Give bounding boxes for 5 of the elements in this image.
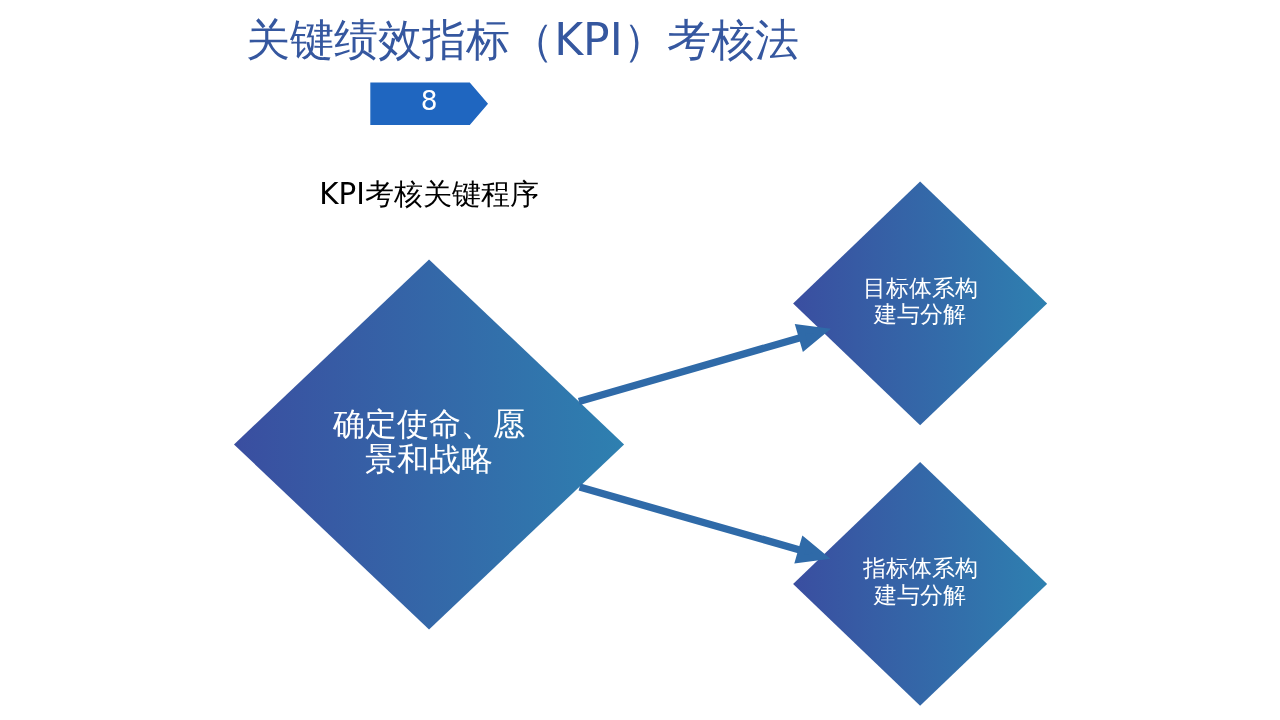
- arrow: [577, 324, 831, 406]
- arrow: [578, 483, 830, 564]
- label: KPI考核关键程序: [318, 176, 539, 211]
- node-diamond: 确定使命、愿景和战略: [233, 259, 624, 630]
- diagram-title: 关键绩效指标（KPI）考核法: [245, 14, 799, 66]
